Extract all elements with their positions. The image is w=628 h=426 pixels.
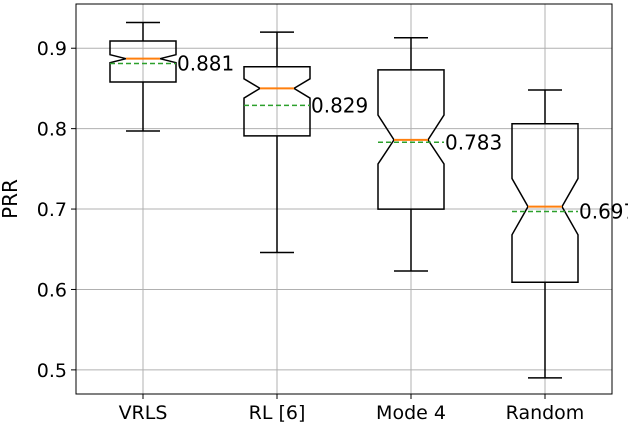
mean-value-label: 0.881 xyxy=(177,52,234,76)
y-tick-label: 0.6 xyxy=(37,279,67,301)
x-axis-ticks: VRLS RL [6] Mode 4 Random xyxy=(119,394,585,424)
mean-value-label: 0.783 xyxy=(445,130,502,154)
x-tick-label: RL [6] xyxy=(249,402,306,424)
y-tick-label: 0.7 xyxy=(37,199,67,221)
y-tick-label: 0.5 xyxy=(37,360,67,382)
y-axis-ticks: 0.5 0.6 0.7 0.8 0.9 xyxy=(37,38,76,382)
mean-value-label: 0.697 xyxy=(579,199,628,223)
notched-box xyxy=(377,69,445,210)
plot-area-frame xyxy=(75,3,613,395)
y-tick-label: 0.8 xyxy=(37,119,67,141)
x-tick-label: Mode 4 xyxy=(376,402,446,424)
box-series: 0.881 0.829 0.783 0.697 xyxy=(109,21,628,379)
box-1: 0.829 xyxy=(243,31,368,254)
y-axis-label: PRR xyxy=(0,179,22,219)
mean-value-label: 0.829 xyxy=(311,93,368,117)
grid-lines xyxy=(76,4,612,394)
x-tick-label: Random xyxy=(506,402,585,424)
x-tick-label: VRLS xyxy=(119,402,168,424)
notched-box xyxy=(109,40,177,83)
box-2: 0.783 xyxy=(377,37,502,272)
box-0: 0.881 xyxy=(109,21,234,132)
notched-box xyxy=(243,65,311,137)
notched-box xyxy=(511,123,579,283)
y-tick-label: 0.9 xyxy=(37,38,67,60)
box-3: 0.697 xyxy=(511,89,628,379)
